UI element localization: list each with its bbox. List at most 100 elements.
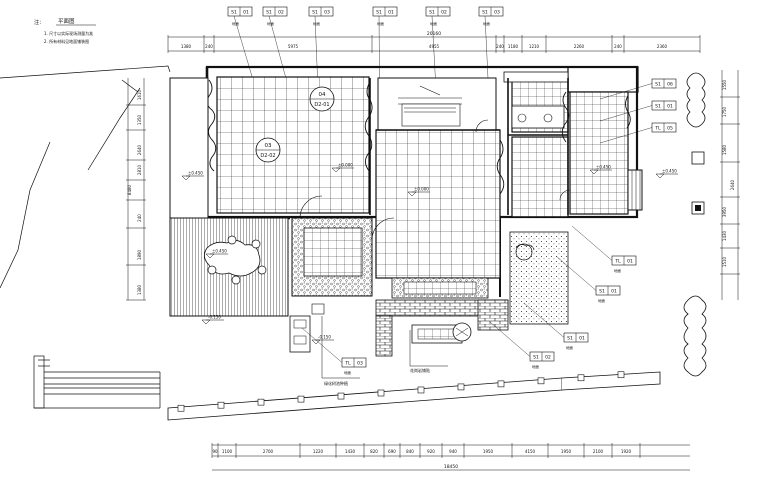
bottom-dim-6: 690 [388, 449, 396, 454]
bottom-dim-3: 1220 [313, 449, 324, 454]
room-symbol-1: 04 D2-01 [309, 86, 335, 112]
level-mark-2: ±0.000 [331, 163, 354, 173]
svg-text:±0.450: ±0.450 [596, 165, 611, 170]
top-dim-9: 2360 [657, 44, 668, 49]
svg-text:地面: 地面 [598, 298, 606, 303]
notes-line-2: 2. 所有材料见地面铺装图 [44, 38, 89, 44]
entry-steps [33, 355, 161, 409]
callout-plant: 绿化树池种植 [321, 316, 360, 386]
bottom-dim-10: 1950 [483, 449, 494, 454]
room-symbol-2: 03 D2-02 [255, 137, 281, 163]
top-dim-2: 5975 [288, 44, 299, 49]
svg-text:01: 01 [579, 335, 585, 341]
dining-floor [303, 227, 363, 277]
svg-text:02: 02 [441, 9, 447, 15]
svg-text:-0.150: -0.150 [318, 335, 331, 340]
bottom-dimension-line [212, 444, 690, 471]
top-tag-2: S1 02 [262, 6, 288, 17]
svg-text:±0.450: ±0.450 [662, 169, 677, 174]
left-dim-5: 240 [137, 214, 142, 222]
svg-text:S1: S1 [266, 9, 272, 15]
shrubs [683, 72, 707, 377]
svg-text:01: 01 [388, 9, 394, 15]
svg-text:地面: 地面 [614, 268, 622, 273]
bottom-dim-11: 4150 [525, 449, 536, 454]
notes-line-1: 1. 尺寸以实际现场测量为准 [44, 30, 93, 36]
left-dim-0: 1610 [137, 89, 142, 100]
svg-text:-0.150: -0.150 [208, 315, 221, 320]
svg-text:02: 02 [278, 9, 284, 15]
partitions [369, 78, 569, 215]
top-dim-8: 240 [614, 44, 622, 49]
svg-text:±0.000: ±0.000 [338, 163, 353, 168]
bottom-dim-2: 2700 [263, 449, 274, 454]
site-boundary [0, 65, 171, 289]
left-dim-7: 1380 [137, 284, 142, 295]
svg-text:S1: S1 [533, 354, 539, 360]
svg-text:花岗岩铺贴: 花岗岩铺贴 [410, 367, 430, 373]
level-marks: ±0.450±0.450±0.000±0.000±0.450-0.150-0.1… [181, 163, 678, 345]
top-dim-4: 240 [496, 44, 504, 49]
svg-text:03: 03 [324, 9, 330, 15]
right-dim-6: 1510 [722, 256, 727, 267]
level-mark-7: ±0.450 [655, 169, 678, 179]
svg-text:01: 01 [611, 288, 617, 294]
svg-text:S1: S1 [312, 9, 318, 15]
svg-text:02: 02 [545, 354, 551, 360]
right-dim-0: 1550 [722, 79, 727, 90]
bottom-dim-4: 1430 [345, 449, 356, 454]
bottom-dim-14: 1920 [621, 449, 632, 454]
bottom-dim-9: 940 [449, 449, 457, 454]
svg-text:03: 03 [357, 360, 363, 366]
svg-text:地面: 地面 [377, 21, 385, 26]
right-tag-3: TL 05 [651, 122, 677, 133]
right-dimension-line [721, 70, 739, 300]
top-tag-3: S1 03 [308, 6, 334, 17]
right-dim-1: 1750 [722, 106, 727, 117]
svg-text:S1: S1 [599, 288, 605, 294]
svg-text:01: 01 [243, 9, 249, 15]
svg-text:地面: 地面 [566, 345, 574, 350]
bottom-dim-8: 920 [427, 449, 435, 454]
bottom-total-dim: 18450 [444, 464, 458, 470]
bedroom-floor [569, 91, 629, 215]
svg-text:地面: 地面 [532, 364, 540, 369]
bottom-dim-1: 1100 [222, 449, 233, 454]
svg-text:地面: 地面 [232, 21, 239, 26]
left-dim-1: 1350 [137, 114, 142, 125]
lower-tag-2: S1 01 [595, 285, 621, 296]
planting-area [509, 231, 569, 325]
left-dim-3: 2810 [137, 164, 142, 175]
svg-text:S1: S1 [482, 9, 488, 15]
svg-text:S1: S1 [231, 9, 237, 15]
svg-text:TL: TL [654, 125, 661, 131]
left-dim-6: 1890 [137, 249, 142, 260]
svg-text:地面: 地面 [430, 21, 438, 26]
svg-text:地面: 地面 [313, 21, 321, 26]
svg-text:±0.450: ±0.450 [212, 249, 227, 254]
stair-treads [398, 85, 462, 127]
svg-text:S1: S1 [567, 335, 573, 341]
top-total-dim: 20160 [427, 31, 441, 37]
lower-tag-3: S1 01 [563, 332, 589, 343]
bottom-dim-5: 820 [370, 449, 378, 454]
bottom-dim-13: 2100 [593, 449, 604, 454]
top-dim-1: 240 [205, 44, 213, 49]
top-dim-6: 1210 [529, 44, 540, 49]
right-dim-3: 2640 [730, 179, 735, 190]
svg-text:01: 01 [627, 258, 633, 264]
svg-text:05: 05 [667, 125, 673, 131]
svg-text:绿化树池种植: 绿化树池种植 [324, 380, 348, 386]
svg-text:S1: S1 [655, 81, 661, 87]
level-mark-4: ±0.450 [589, 165, 612, 175]
